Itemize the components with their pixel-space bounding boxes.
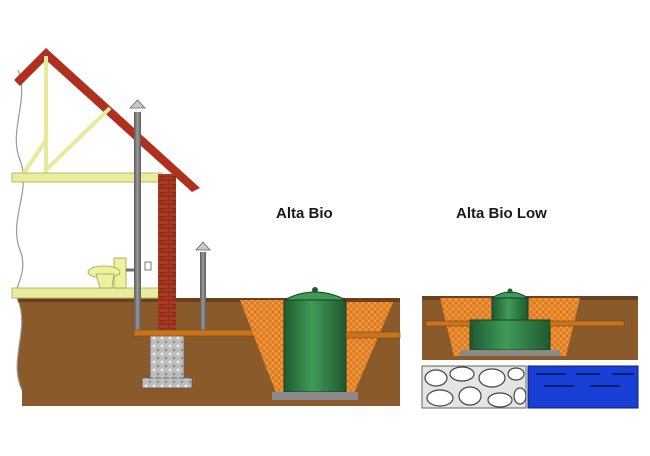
- toilet-icon: [87, 257, 127, 289]
- tank-body: [283, 299, 347, 393]
- low-tank-base: [460, 350, 560, 356]
- brick-wall: [158, 174, 176, 330]
- low-lid-knob: [507, 288, 513, 294]
- low-inlet-pipe: [425, 320, 471, 327]
- low-tank-riser: [491, 297, 529, 321]
- alta-bio-label: Alta Bio: [276, 205, 333, 222]
- stones: [424, 366, 527, 408]
- low-tank-body: [469, 319, 551, 351]
- vent-cap-icon: [129, 99, 146, 109]
- tank-base: [272, 392, 358, 400]
- roof-truss: [20, 56, 112, 178]
- small-vent-pipe: [200, 252, 206, 332]
- ground-surface-right: [346, 298, 400, 302]
- footing: [141, 377, 193, 389]
- ground-surface: [18, 298, 400, 302]
- vent-cap-icon: [195, 241, 211, 251]
- tank-lid: [283, 291, 347, 301]
- water-lines: [536, 373, 634, 387]
- alta-bio-section: [240, 287, 401, 400]
- wavy-cut-edge: [15, 69, 25, 391]
- cleanout: [144, 261, 152, 271]
- water-body: [527, 365, 639, 409]
- roof: [14, 48, 200, 192]
- alta-bio-low-section: [421, 288, 639, 409]
- foundation: [149, 329, 185, 383]
- low-outlet-pipe: [549, 320, 625, 327]
- low-tank-lid: [490, 291, 530, 299]
- outlet-pipe: [345, 331, 401, 339]
- vent-stack: [134, 112, 141, 334]
- alta-bio-low-label: Alta Bio Low: [456, 205, 547, 222]
- lid-knob: [312, 287, 318, 293]
